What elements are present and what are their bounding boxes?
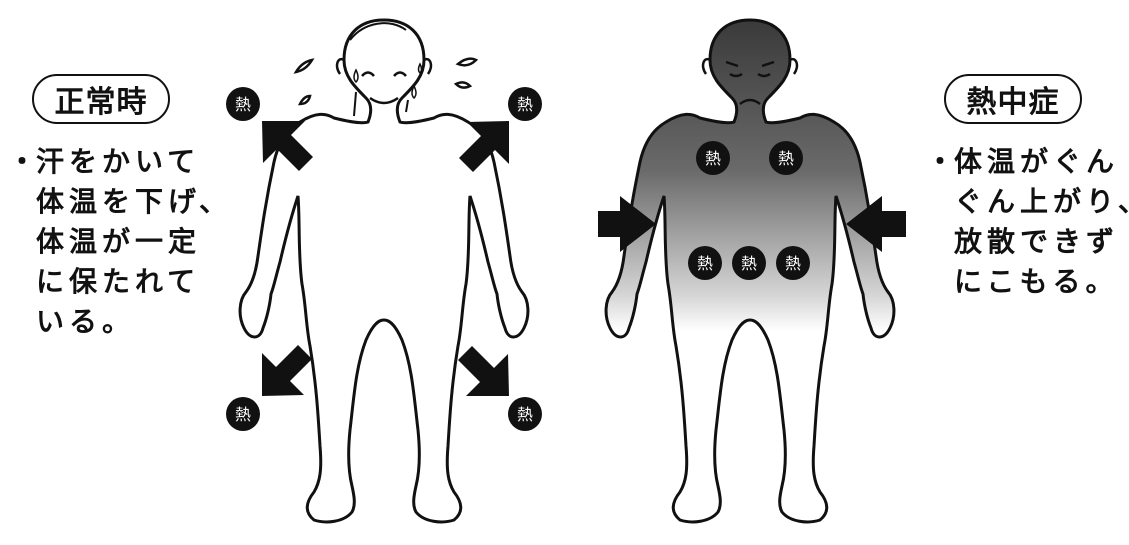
svg-text:熱: 熱 bbox=[741, 254, 757, 273]
svg-text:熱: 熱 bbox=[235, 405, 251, 424]
heat-marker-icon: 熱 bbox=[776, 246, 810, 280]
normal-body-figure bbox=[240, 20, 528, 522]
svg-text:熱: 熱 bbox=[517, 405, 533, 424]
svg-text:熱: 熱 bbox=[517, 95, 533, 114]
svg-text:熱: 熱 bbox=[697, 254, 713, 273]
heat-marker-icon: 熱 bbox=[732, 246, 766, 280]
heat-marker-icon: 熱 bbox=[226, 397, 260, 431]
svg-text:熱: 熱 bbox=[235, 95, 251, 114]
heat-marker-icon: 熱 bbox=[508, 397, 542, 431]
heat-marker-icon: 熱 bbox=[226, 87, 260, 121]
heat-marker-icon: 熱 bbox=[688, 246, 722, 280]
svg-text:熱: 熱 bbox=[785, 254, 801, 273]
svg-text:熱: 熱 bbox=[778, 149, 794, 168]
heat-marker-icon: 熱 bbox=[696, 141, 730, 175]
heat-marker-icon: 熱 bbox=[769, 141, 803, 175]
svg-text:熱: 熱 bbox=[705, 149, 721, 168]
heat-marker-icon: 熱 bbox=[508, 87, 542, 121]
